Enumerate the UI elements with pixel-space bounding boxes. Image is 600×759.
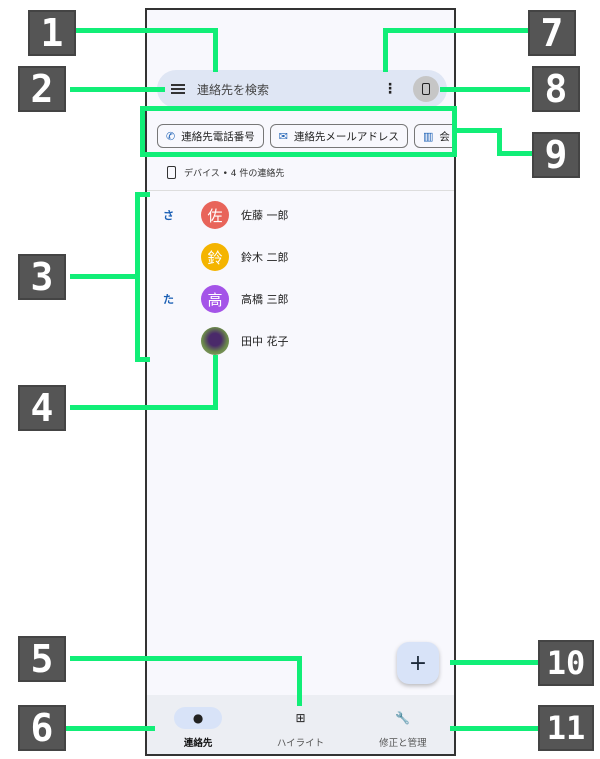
callout-line <box>75 28 218 33</box>
callout-line <box>457 128 502 133</box>
filter-chips: ✆連絡先電話番号 ✉連絡先メールアドレス ▥会 <box>157 124 454 148</box>
nav-contacts[interactable]: ● 連絡先 <box>147 695 249 754</box>
avatar: 佐 <box>201 201 229 229</box>
callout-line <box>135 192 140 362</box>
phone-icon <box>422 83 430 95</box>
callout-line <box>65 726 155 731</box>
wrench-icon: 🔧 <box>395 711 411 725</box>
device-icon <box>167 166 176 179</box>
device-text: デバイス • 4 件の連絡先 <box>184 169 285 179</box>
callout-line <box>450 726 540 731</box>
callout-11: 11 <box>538 705 594 751</box>
callout-5: 5 <box>18 636 66 682</box>
chip-label: 会 <box>439 130 450 143</box>
callout-line <box>440 87 530 92</box>
photo-avatar <box>201 327 229 355</box>
callout-10: 10 <box>538 640 594 686</box>
callout-7: 7 <box>528 10 576 56</box>
callout-line <box>297 656 302 706</box>
callout-9: 9 <box>532 132 580 178</box>
avatar: 高 <box>201 285 229 313</box>
device-label: デバイス • 4 件の連絡先 <box>167 166 284 179</box>
callout-line <box>140 152 457 157</box>
building-icon: ▥ <box>422 129 434 143</box>
callout-2: 2 <box>18 66 66 112</box>
search-bar[interactable]: 連絡先を検索 ⋮ <box>157 70 447 108</box>
phone-icon: ✆ <box>166 129 176 143</box>
contact-name: 鈴木 二郎 <box>241 251 289 264</box>
avatar: 鈴 <box>201 243 229 271</box>
callout-line <box>70 405 218 410</box>
phone-screen: 連絡先を検索 ⋮ ✆連絡先電話番号 ✉連絡先メールアドレス ▥会 デバイス • … <box>145 8 456 756</box>
nav-label: 連絡先 <box>183 738 213 749</box>
callout-8: 8 <box>532 66 580 112</box>
callout-line <box>140 106 145 157</box>
chip-company[interactable]: ▥会 <box>413 124 454 148</box>
callout-line <box>213 28 218 72</box>
chip-phone[interactable]: ✆ 連絡先電話番号 <box>157 124 264 148</box>
person-icon: ● <box>174 707 223 729</box>
contact-name: 佐藤 一郎 <box>241 209 289 222</box>
index-letter: た <box>163 293 174 306</box>
callout-line <box>213 355 218 410</box>
callout-6: 6 <box>18 705 66 751</box>
callout-line <box>70 87 165 92</box>
highlight-icon: ⊞ <box>295 711 306 725</box>
callout-line <box>497 151 532 156</box>
bottom-navigation: ● 連絡先 ⊞ ハイライト 🔧 修正と管理 <box>147 695 454 754</box>
mail-icon: ✉ <box>278 129 288 143</box>
more-options-icon[interactable]: ⋮ <box>383 81 397 97</box>
callout-line <box>383 28 388 72</box>
chip-label: 連絡先電話番号 <box>181 130 255 143</box>
callout-line <box>140 106 457 111</box>
callout-line <box>135 357 150 362</box>
nav-label: ハイライト <box>276 738 325 749</box>
nav-highlights[interactable]: ⊞ ハイライト <box>249 695 351 754</box>
search-input[interactable]: 連絡先を検索 <box>197 82 270 97</box>
contact-name: 高橋 三郎 <box>241 293 289 306</box>
callout-line <box>497 128 502 156</box>
callout-line <box>452 106 457 157</box>
callout-1: 1 <box>28 10 76 56</box>
callout-3: 3 <box>18 254 66 300</box>
index-letter: さ <box>163 209 174 222</box>
chip-email[interactable]: ✉ 連絡先メールアドレス <box>269 124 408 148</box>
callout-4: 4 <box>18 385 66 431</box>
callout-line <box>383 28 528 33</box>
nav-label: 修正と管理 <box>379 738 427 749</box>
chip-label: 連絡先メールアドレス <box>293 130 399 143</box>
contact-name: 田中 花子 <box>241 335 289 348</box>
add-contact-button[interactable]: + <box>397 642 439 684</box>
account-button[interactable] <box>413 76 439 102</box>
nav-fix-manage[interactable]: 🔧 修正と管理 <box>352 695 454 754</box>
callout-line <box>450 660 540 665</box>
callout-line <box>70 274 140 279</box>
callout-line <box>135 192 150 197</box>
callout-line <box>70 656 302 661</box>
menu-icon[interactable] <box>171 84 185 94</box>
divider <box>147 190 454 191</box>
